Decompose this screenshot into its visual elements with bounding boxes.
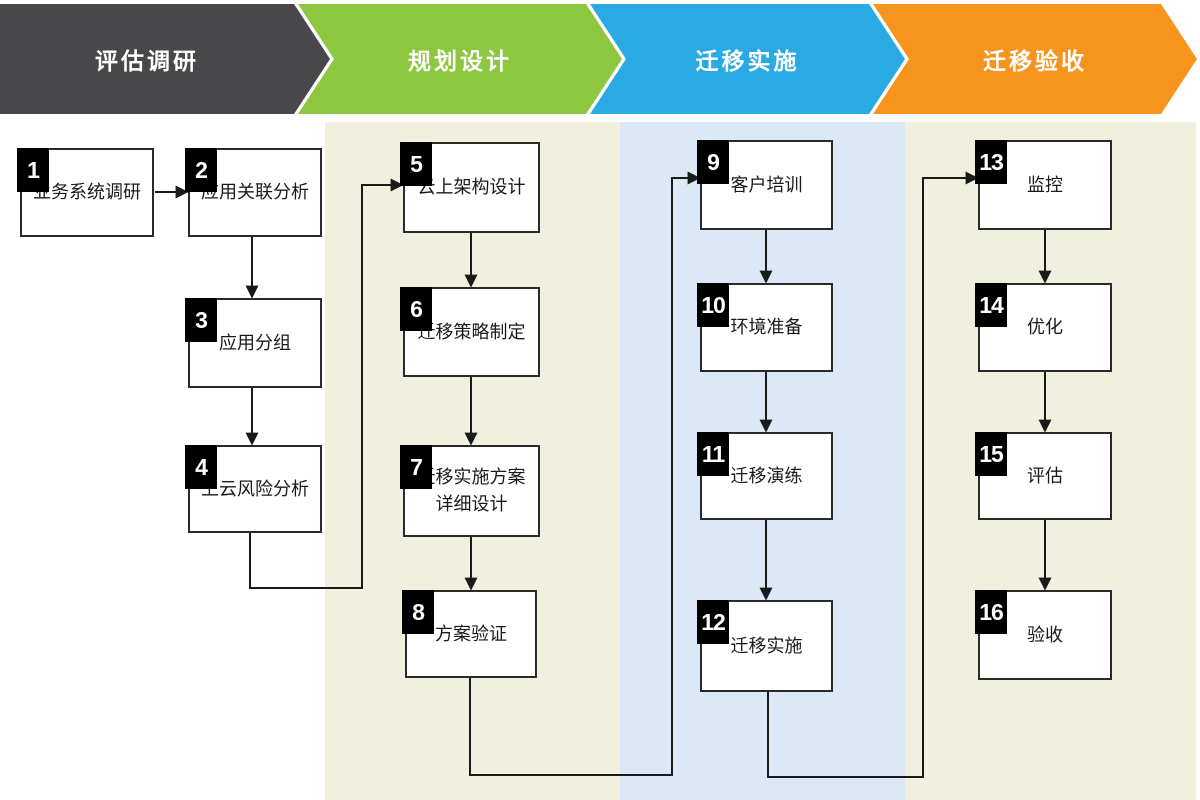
phase-banner-planning: 规划设计 [298, 4, 622, 114]
node-number-badge: 15 [975, 432, 1007, 476]
node-label: 环境准备 [730, 317, 803, 337]
node-number-badge: 16 [975, 590, 1007, 634]
node-label: 迁移实施 [730, 635, 803, 656]
node-label: 方案验证 [435, 623, 507, 644]
phase-banner-label: 迁移验收 [983, 48, 1087, 74]
flow-node-15: 15 评估 [975, 432, 1112, 520]
node-number-badge: 11 [697, 432, 729, 476]
node-label: 应用分组 [219, 332, 291, 353]
node-number-badge: 4 [185, 445, 217, 489]
node-number-badge: 3 [185, 298, 217, 342]
node-label: 验收 [1027, 624, 1063, 645]
node-number-badge: 2 [185, 148, 217, 192]
node-number-badge: 14 [975, 283, 1007, 327]
phase-banner-assessment: 评估调研 [0, 4, 330, 114]
flow-node-14: 14 优化 [975, 283, 1112, 372]
node-number-badge: 10 [697, 283, 729, 327]
phase-banner-label: 规划设计 [408, 48, 512, 74]
node-number-badge: 7 [400, 445, 432, 489]
phase-banner-implement: 迁移实施 [590, 4, 905, 114]
node-label: 业务系统调研 [33, 182, 141, 202]
flow-node-16: 16 验收 [975, 590, 1112, 680]
phase-banner-label: 评估调研 [95, 48, 199, 74]
node-label: 监控 [1027, 174, 1063, 195]
node-number-badge: 8 [402, 590, 434, 634]
phase-banner-label: 迁移实施 [695, 48, 800, 74]
node-label: 客户培训 [730, 174, 803, 195]
node-number-badge: 6 [400, 287, 432, 331]
node-number-badge: 5 [400, 142, 432, 186]
node-number-badge: 9 [697, 140, 729, 184]
node-label: 评估 [1027, 465, 1063, 486]
node-number-badge: 1 [17, 148, 49, 192]
node-label: 迁移演练 [730, 465, 803, 486]
node-number-badge: 12 [697, 600, 729, 644]
node-number-badge: 13 [975, 140, 1007, 184]
node-label: 优化 [1027, 317, 1063, 337]
flow-node-13: 13 监控 [975, 140, 1112, 230]
phase-banner-acceptance: 迁移验收 [873, 4, 1197, 114]
